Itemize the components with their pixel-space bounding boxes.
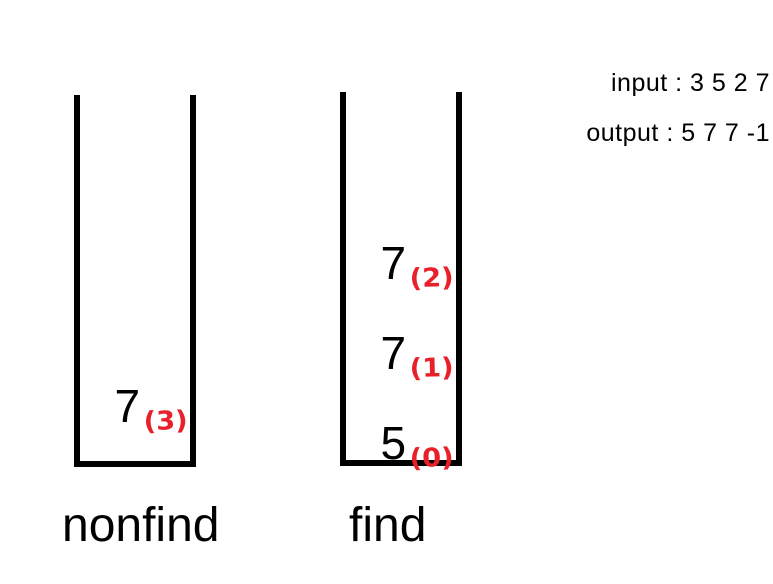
input-line: input : 3 5 2 7 — [610, 69, 770, 97]
stack-find-cell-1: 7 (1) — [340, 327, 455, 384]
output-line: output : 5 7 7 -1 — [586, 119, 770, 147]
stack-find-cell-2-value: 7 — [380, 237, 407, 289]
stack-nonfind-label: nonfind — [62, 499, 220, 552]
stack-find-cell-0-value: 5 — [380, 417, 407, 469]
stack-find-cell-2: 7 (2) — [340, 237, 455, 294]
stack-nonfind-left-wall — [74, 95, 80, 467]
stack-find-cell-1-index: (1) — [409, 352, 455, 384]
stack-find-outline — [340, 92, 462, 466]
stack-nonfind-outline — [74, 95, 196, 467]
stack-nonfind: 7 (3) — [74, 95, 196, 467]
stack-find-left-wall — [340, 92, 346, 466]
stack-nonfind-cell-0: 7 (3) — [74, 380, 189, 437]
stack-find-bottom-wall — [340, 460, 462, 466]
stack-nonfind-bottom-wall — [74, 461, 196, 467]
io-annotation-block: input : 3 5 2 7 output : 5 7 7 -1 — [520, 58, 770, 158]
stack-nonfind-cell-0-value: 7 — [114, 380, 141, 432]
stack-find-right-wall — [456, 92, 462, 466]
stack-find: 7 (2) 7 (1) 5 (0) — [340, 92, 462, 474]
stack-find-cell-0-index: (0) — [409, 442, 455, 474]
stack-nonfind-cell-0-index: (3) — [143, 405, 189, 437]
stack-find-label: find — [349, 499, 427, 552]
stack-find-cell-2-index: (2) — [409, 262, 455, 294]
stack-find-cell-0: 5 (0) — [340, 417, 455, 474]
stack-find-cell-1-value: 7 — [380, 327, 407, 379]
stack-nonfind-right-wall — [190, 95, 196, 467]
